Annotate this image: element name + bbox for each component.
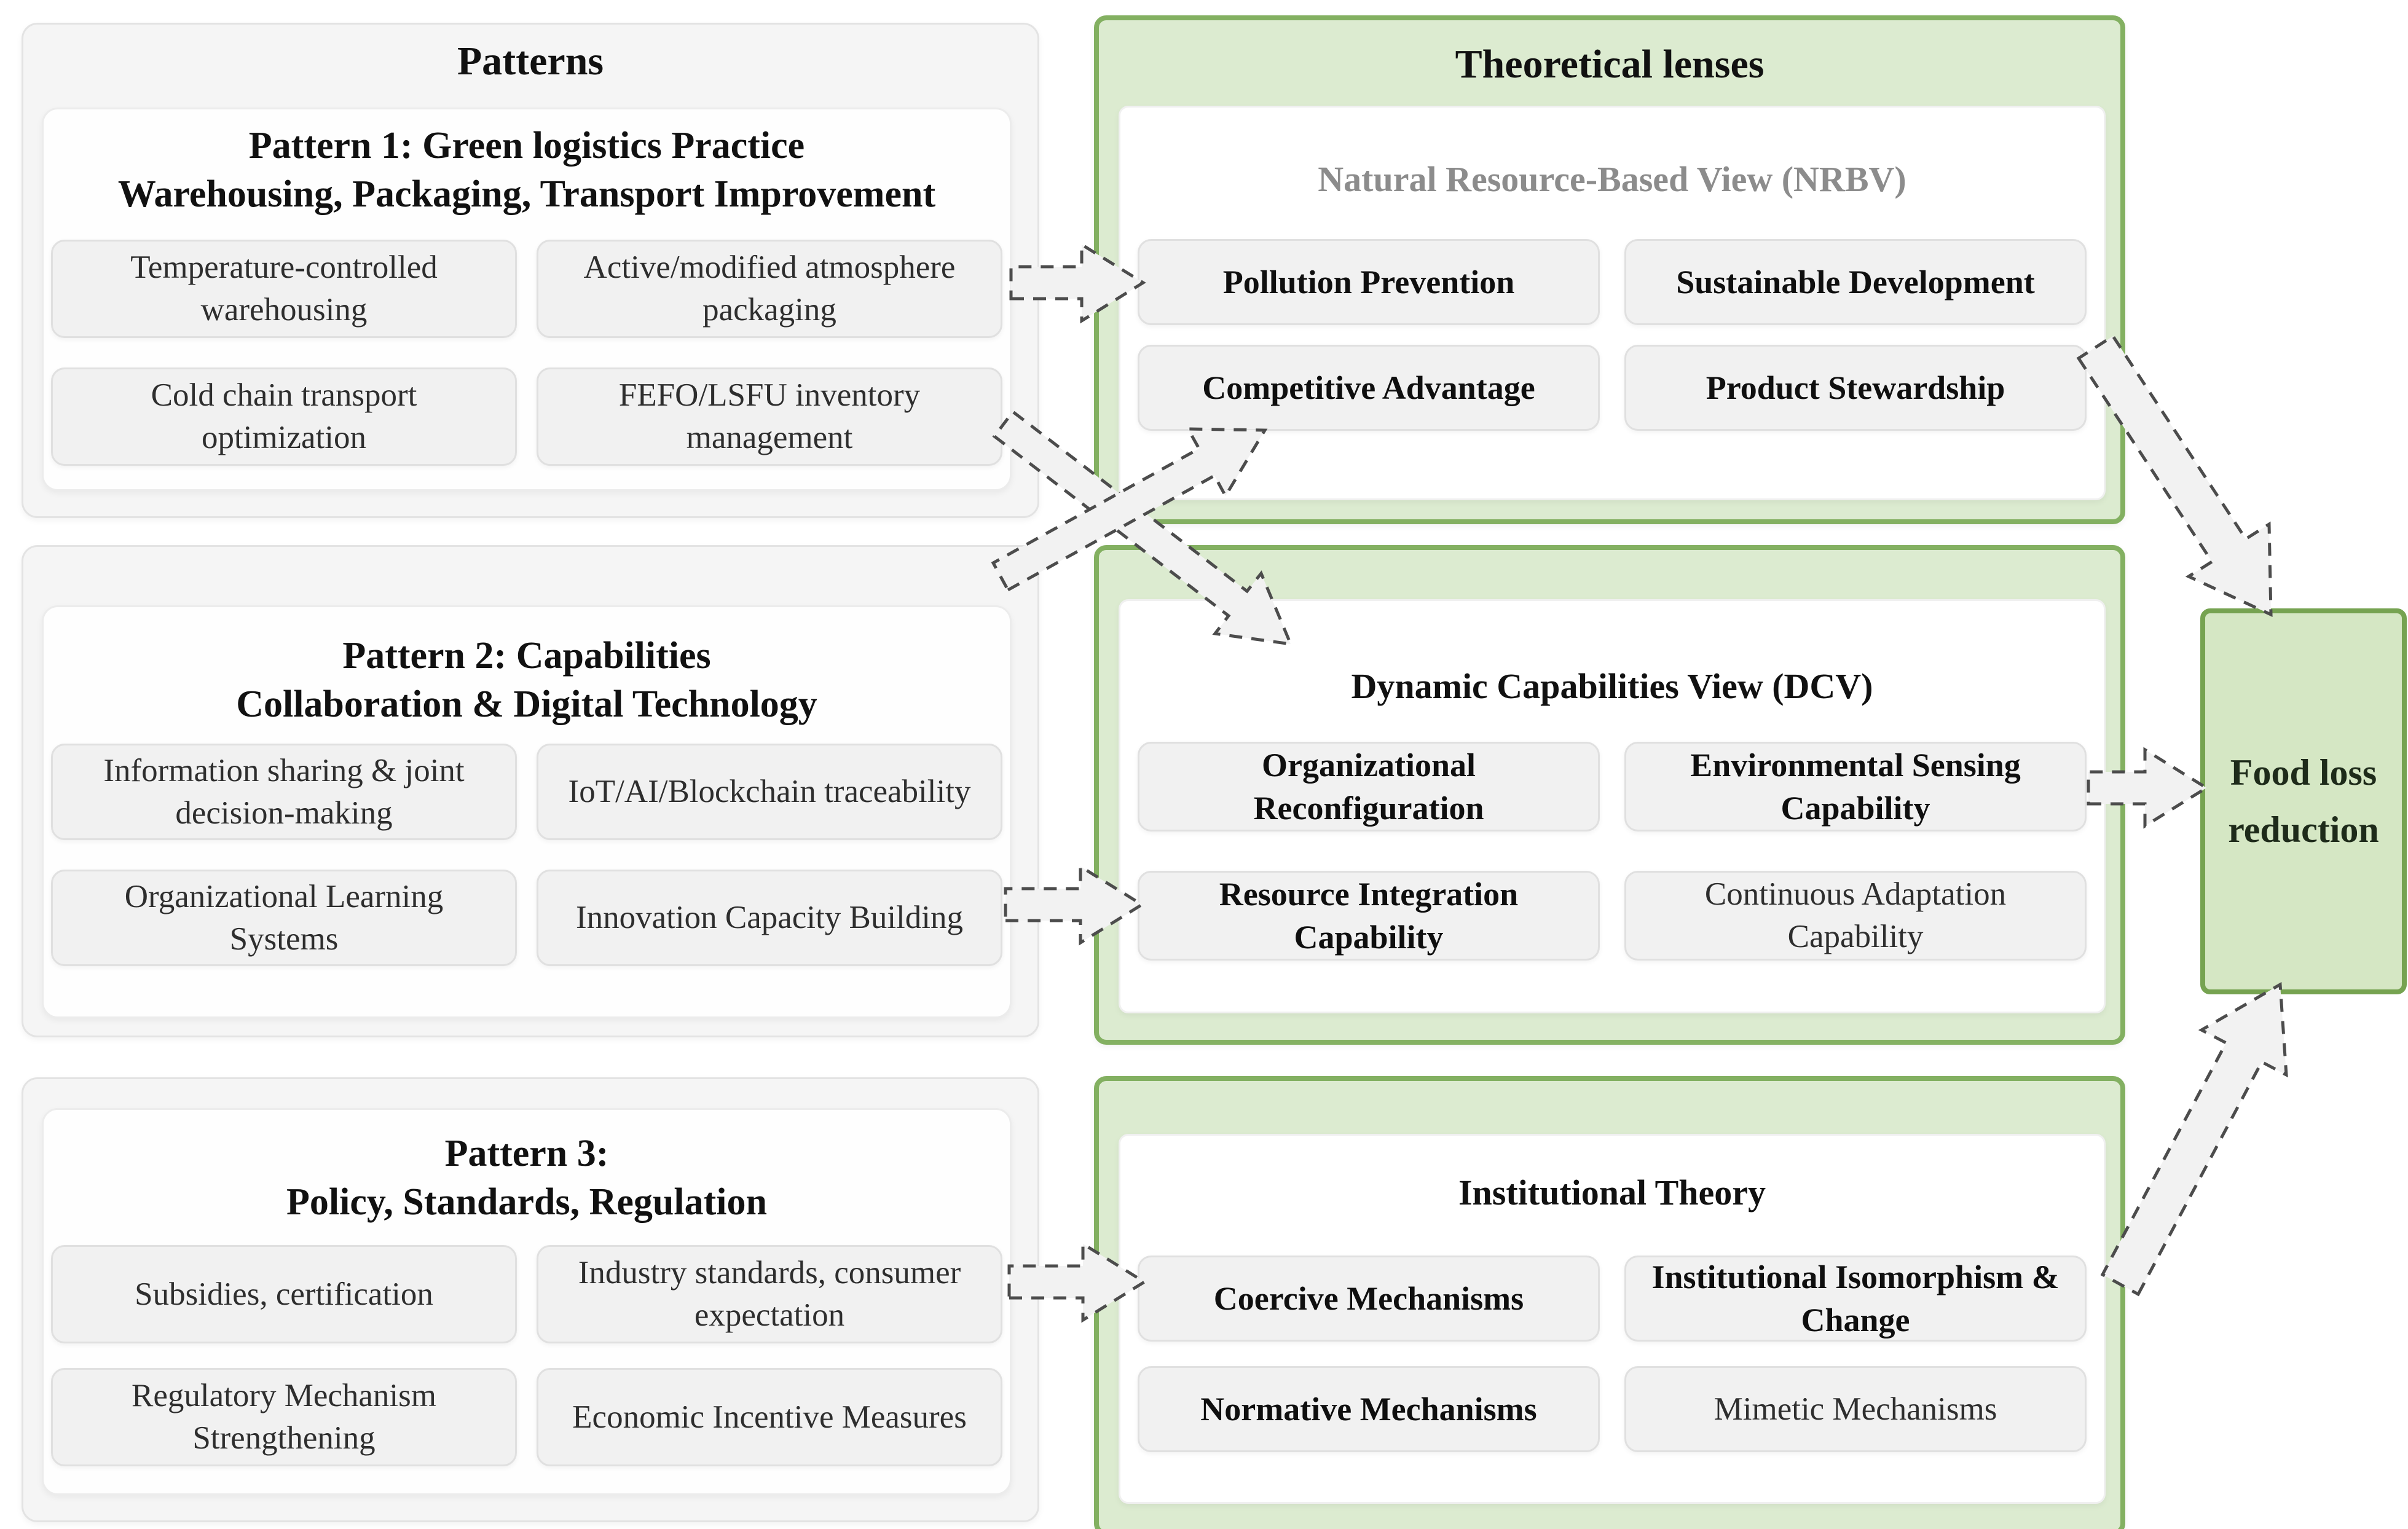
pattern2-item-3: Organizational Learning Systems xyxy=(51,870,517,966)
institutional-title-line-1: Institutional Theory xyxy=(1458,1173,1766,1213)
dcv-item-grid: Organizational Reconfiguration Environmen… xyxy=(1138,742,2087,961)
dcv-box: Dynamic Capabilities View (DCV) Organizat… xyxy=(1119,599,2106,1013)
dcv-item-1: Organizational Reconfiguration xyxy=(1138,742,1600,831)
dcv-item-3: Resource Integration Capability xyxy=(1138,871,1600,961)
pattern3-item-2: Industry standards, consumer expectation xyxy=(537,1245,1002,1343)
nrbv-item-1: Pollution Prevention xyxy=(1138,239,1600,325)
pattern2-title-line-1: Pattern 2: Capabilities xyxy=(342,635,711,677)
pattern3-title-line-2: Policy, Standards, Regulation xyxy=(286,1181,767,1223)
pattern2-item-4: Innovation Capacity Building xyxy=(537,870,1002,966)
nrbv-title: Natural Resource-Based View (NRBV) xyxy=(1120,157,2104,202)
pattern3-item-3: Regulatory Mechanism Strengthening xyxy=(51,1368,517,1466)
pattern1-item-1: Temperature-controlled warehousing xyxy=(51,240,517,338)
dcv-panel: Dynamic Capabilities View (DCV) Organizat… xyxy=(1094,545,2125,1045)
pattern2-item-1: Information sharing & joint decision-mak… xyxy=(51,744,517,840)
nrbv-item-3: Competitive Advantage xyxy=(1138,345,1600,431)
dcv-item-4: Continuous Adaptation Capability xyxy=(1624,871,2087,961)
institutional-title: Institutional Theory xyxy=(1120,1170,2104,1216)
institutional-item-grid: Coercive Mechanisms Institutional Isomorp… xyxy=(1138,1256,2087,1452)
dcv-title: Dynamic Capabilities View (DCV) xyxy=(1120,664,2104,709)
nrbv-item-grid: Pollution Prevention Sustainable Developm… xyxy=(1138,239,2087,431)
nrbv-item-4: Product Stewardship xyxy=(1624,345,2087,431)
dcv-item-2: Environmental Sensing Capability xyxy=(1624,742,2087,831)
patterns-column-header: Patterns xyxy=(457,39,604,84)
pattern1-item-3: Cold chain transport optimization xyxy=(51,368,517,466)
institutional-item-3: Normative Mechanisms xyxy=(1138,1366,1600,1452)
food-loss-reduction-box: Food loss reduction xyxy=(2200,608,2407,994)
nrbv-box: Natural Resource-Based View (NRBV) Pollut… xyxy=(1119,106,2106,500)
institutional-item-2: Institutional Isomorphism & Change xyxy=(1624,1256,2087,1342)
pattern1-title-line-1: Pattern 1: Green logistics Practice xyxy=(248,125,805,167)
pattern3-title-line-1: Pattern 3: xyxy=(444,1133,609,1174)
pattern3-item-4: Economic Incentive Measures xyxy=(537,1368,1002,1466)
institutional-item-4: Mimetic Mechanisms xyxy=(1624,1366,2087,1452)
dcv-title-line-1: Dynamic Capabilities View (DCV) xyxy=(1351,666,1873,706)
pattern2-item-2: IoT/AI/Blockchain traceability xyxy=(537,744,1002,840)
pattern2-item-grid: Information sharing & joint decision-mak… xyxy=(51,744,1002,966)
pattern1-title-line-2: Warehousing, Packaging, Transport Improv… xyxy=(117,173,936,215)
institutional-item-1: Coercive Mechanisms xyxy=(1138,1256,1600,1342)
nrbv-title-line-1: Natural Resource-Based View (NRBV) xyxy=(1318,159,1906,199)
pattern1-item-2: Active/modified atmosphere packaging xyxy=(537,240,1002,338)
pattern2-title-line-2: Collaboration & Digital Technology xyxy=(236,683,817,725)
pattern1-item-4: FEFO/LSFU inventory management xyxy=(537,368,1002,466)
arrow-institutional-to-outcome xyxy=(2100,981,2288,1297)
nrbv-item-2: Sustainable Development xyxy=(1624,239,2087,325)
pattern3-item-1: Subsidies, certification xyxy=(51,1245,517,1343)
pattern3-title: Pattern 3: Policy, Standards, Regulation xyxy=(44,1130,1010,1226)
food-loss-reduction-label: Food loss reduction xyxy=(2228,752,2379,850)
theoretical-lenses-header: Theoretical lenses xyxy=(1455,42,1765,87)
